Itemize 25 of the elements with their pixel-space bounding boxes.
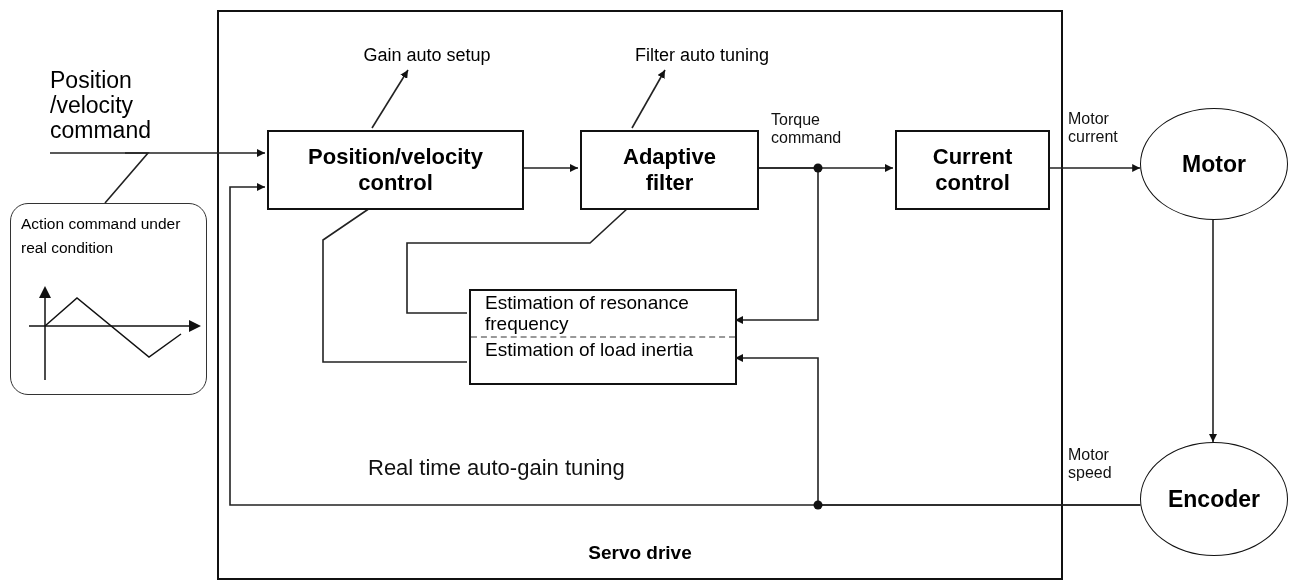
arrow [631, 69, 666, 129]
output-signal-text: Filter auto tuning [602, 38, 802, 72]
connector-line [322, 207, 468, 363]
input-signal-text: Position /velocity command [50, 68, 200, 153]
estimation-text: Estimation of load inertia [471, 336, 735, 383]
arrow [521, 164, 579, 172]
device-ellipse: Motor [1140, 108, 1288, 220]
process-box: Position/velocity control [267, 130, 524, 210]
arrow [734, 354, 1142, 506]
frame-title: Servo drive [587, 542, 693, 564]
arrow [1209, 219, 1217, 443]
output-signal-text: Gain auto setup [332, 38, 522, 72]
estimation-text: Estimation of resonance frequency [484, 291, 690, 336]
process-box: Current control [895, 130, 1050, 210]
estimation-box [469, 289, 737, 385]
arrow [1047, 164, 1141, 172]
device-ellipse: Encoder [1140, 442, 1288, 556]
leader-line [104, 152, 150, 204]
arrow [371, 69, 409, 129]
connector-line [406, 207, 629, 314]
callout-text: Action command under real condition [21, 214, 182, 258]
arrow [734, 167, 819, 324]
callout-bubble [10, 203, 207, 395]
process-box: Adaptive filter [580, 130, 759, 210]
arrow [49, 149, 266, 157]
